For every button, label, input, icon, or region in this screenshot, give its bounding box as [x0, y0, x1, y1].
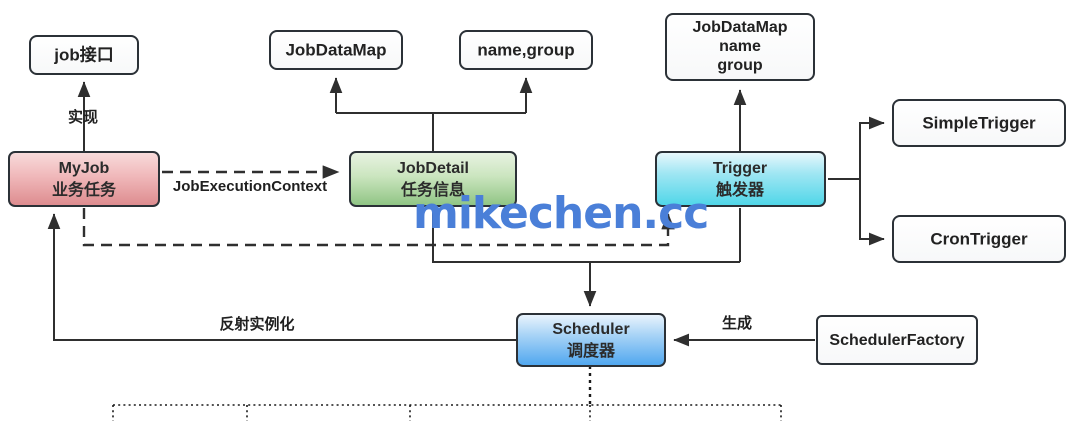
node-jobdetail-label-1: JobDetail: [397, 160, 469, 177]
node-job-interface[interactable]: job接口: [29, 35, 139, 75]
node-name-group[interactable]: name,group: [459, 30, 593, 70]
node-cron-trigger-box: [892, 215, 1066, 263]
watermark-text: mikechen.cc: [413, 188, 708, 239]
node-trigger-box: [655, 151, 826, 207]
node-jobdatamap-trigger-label-3: group: [717, 57, 763, 74]
edge-label-implements: 实现: [68, 108, 98, 126]
node-scheduler-factory[interactable]: SchedulerFactory: [816, 315, 978, 365]
edge-trigger-branch-down: [859, 179, 885, 246]
edge-label-job-execution-context: JobExecutionContext: [173, 178, 327, 195]
node-simple-trigger-label: SimpleTrigger: [922, 113, 1036, 132]
node-job-interface-label: job接口: [53, 44, 114, 64]
edge-layer: [47, 77, 885, 421]
node-jobdetail-label-2: 任务信息: [400, 180, 465, 199]
node-jobdatamap-trigger-label-2: name: [719, 38, 761, 55]
node-scheduler-factory-label: SchedulerFactory: [829, 332, 964, 349]
edge-myjob-to-trigger-dashed: [82, 208, 675, 247]
node-trigger[interactable]: Trigger 触发器: [655, 151, 826, 207]
node-layer: job接口 JobDataMap name,group JobDataMap n…: [8, 13, 1066, 367]
node-scheduler-label-1: Scheduler: [552, 321, 629, 338]
node-jobdatamap-detail-label: JobDataMap: [285, 40, 386, 59]
node-jobdatamap-detail-box: [269, 30, 403, 70]
node-trigger-label-2: 触发器: [715, 180, 765, 199]
watermark: mikechen.cc: [413, 188, 709, 239]
node-myjob-label-2: 业务任务: [52, 180, 117, 199]
node-simple-trigger-box: [892, 99, 1066, 147]
node-scheduler-factory-box: [816, 315, 978, 365]
edge-scheduler-to-myjob: [47, 213, 517, 341]
node-job-interface-box: [29, 35, 139, 75]
node-jobdatamap-detail[interactable]: JobDataMap: [269, 30, 403, 70]
node-cron-trigger[interactable]: CronTrigger: [892, 215, 1066, 263]
node-scheduler-label-2: 调度器: [567, 341, 616, 360]
node-jobdetail-box: [349, 151, 517, 207]
node-trigger-label-1: Trigger: [713, 160, 767, 177]
node-jobdatamap-trigger-box: [665, 13, 815, 81]
edge-jobdetail-fork-up: [336, 112, 434, 152]
node-scheduler[interactable]: Scheduler 调度器: [516, 313, 666, 367]
edge-jobdetail-down-join: [432, 208, 740, 263]
node-name-group-label: name,group: [477, 40, 574, 59]
node-cron-trigger-label: CronTrigger: [930, 229, 1028, 248]
edge-trigger-branch-up: [859, 116, 885, 179]
node-myjob[interactable]: MyJob 业务任务: [8, 151, 160, 207]
node-name-group-box: [459, 30, 593, 70]
node-scheduler-box: [516, 313, 666, 367]
node-myjob-label-1: MyJob: [59, 160, 110, 177]
edge-label-layer: 实现 JobExecutionContext 反射实例化 生成: [68, 108, 752, 333]
node-jobdatamap-trigger[interactable]: JobDataMap name group: [665, 13, 815, 81]
node-myjob-box: [8, 151, 160, 207]
node-jobdetail[interactable]: JobDetail 任务信息: [349, 151, 517, 207]
node-simple-trigger[interactable]: SimpleTrigger: [892, 99, 1066, 147]
edge-label-reflect-instantiate: 反射实例化: [219, 315, 294, 333]
edge-label-generate: 生成: [722, 314, 752, 332]
node-jobdatamap-trigger-label-1: JobDataMap: [692, 19, 787, 36]
